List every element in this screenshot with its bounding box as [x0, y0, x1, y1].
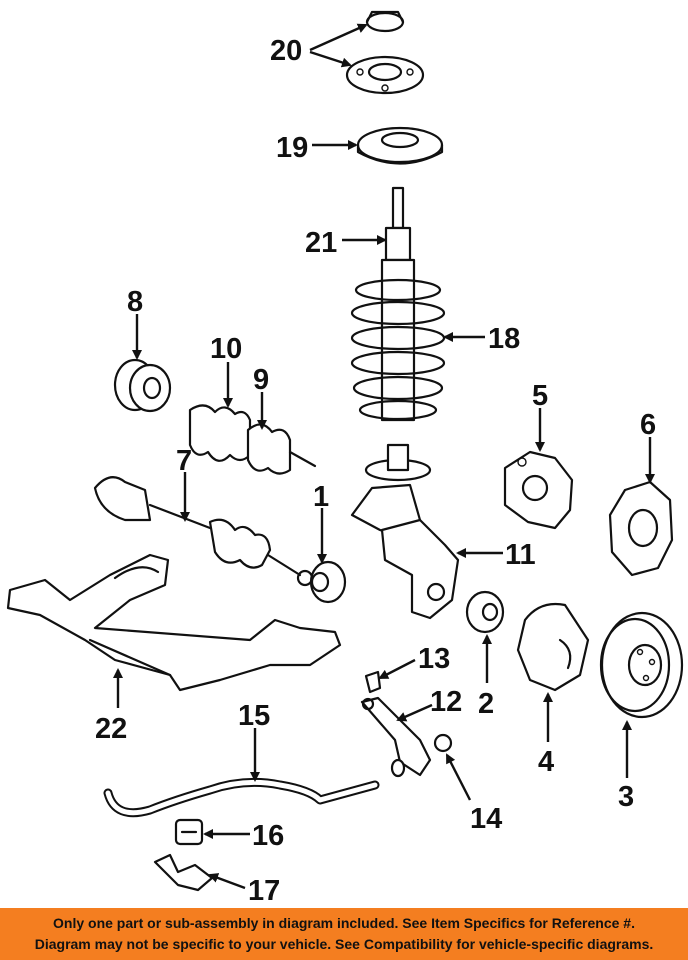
spring-seat-part: [356, 126, 444, 165]
callout-14: 14: [470, 803, 502, 835]
callout-1: 1: [313, 481, 329, 513]
lower-control-arm-part: [360, 696, 432, 777]
callout-11: 11: [505, 539, 536, 571]
dust-shield-part: [516, 602, 590, 692]
callout-21: 21: [305, 227, 337, 259]
callout-12: 12: [430, 686, 462, 718]
suspension-exploded-diagram: 1 2 3 4 5 6 7 8 9 10 11 12 13 14 15 16 1…: [6, 10, 684, 907]
disclaimer-line-2: Diagram may not be specific to your vehi…: [34, 936, 654, 952]
callout-17: 17: [248, 875, 280, 907]
splash-shield-part: [608, 480, 674, 577]
steering-knuckle-part: [350, 443, 460, 620]
ball-joint-part: [390, 733, 453, 778]
callout-9: 9: [253, 364, 269, 396]
disclaimer-line-1: Only one part or sub-assembly in diagram…: [53, 915, 635, 931]
callout-2: 2: [478, 688, 494, 720]
callout-15: 15: [238, 700, 270, 732]
callout-16: 16: [252, 820, 284, 852]
strut-shock-part: [380, 186, 416, 422]
callout-22: 22: [95, 713, 127, 745]
callout-19: 19: [276, 132, 308, 164]
callout-4: 4: [538, 746, 554, 778]
stabilizer-bar-part: [103, 777, 380, 818]
callout-5: 5: [532, 380, 548, 412]
stabilizer-bushing-part: [174, 818, 204, 846]
callout-10: 10: [210, 333, 242, 365]
callout-8: 8: [127, 286, 143, 318]
callout-20: 20: [270, 35, 302, 67]
bushing-part: [309, 560, 347, 604]
callout-6: 6: [640, 409, 656, 441]
cv-boot-part: [188, 404, 252, 462]
hub-bearing-part: [113, 358, 172, 413]
brake-caliper-part: [503, 450, 574, 530]
brake-rotor-part: [599, 611, 684, 719]
disclaimer-banner: Only one part or sub-assembly in diagram…: [0, 908, 688, 960]
callout-3: 3: [618, 781, 634, 813]
ball-joint-stud-part: [364, 670, 382, 694]
callout-18: 18: [488, 323, 520, 355]
crossmember-part: [6, 553, 342, 692]
cv-joint-boot-part: [246, 423, 317, 475]
callout-7: 7: [176, 445, 192, 477]
stabilizer-bracket-part: [153, 853, 214, 892]
leader-lines: [113, 23, 655, 890]
strut-mount-part: [345, 10, 425, 95]
wheel-hub-part: [465, 590, 505, 634]
callout-labels: 1 2 3 4 5 6 7 8 9 10 11 12 13 14 15 16 1…: [95, 35, 656, 907]
coil-spring-part: [350, 278, 446, 421]
callout-13: 13: [418, 643, 450, 675]
